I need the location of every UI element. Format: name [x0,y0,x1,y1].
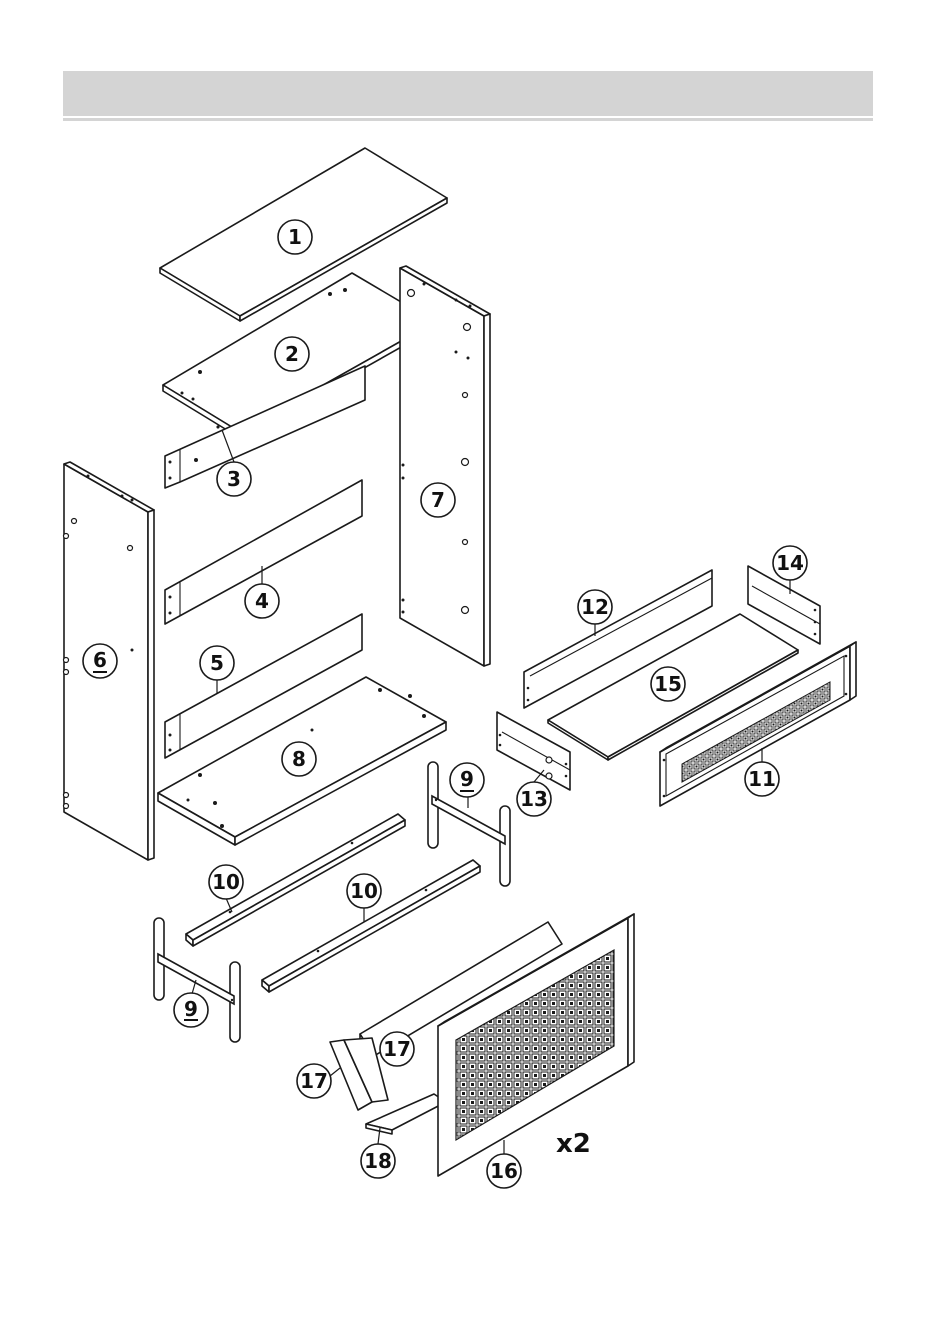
badge-part-12: 12 [578,590,612,624]
badge-part-10-lower: 10 [347,874,381,908]
badge-part-9-left: 9 [174,993,208,1027]
svg-text:10: 10 [212,870,240,894]
badge-part-3: 3 [217,462,251,496]
svg-text:9: 9 [460,767,474,791]
badge-part-8: 8 [282,742,316,776]
svg-text:16: 16 [490,1159,518,1183]
badge-part-14: 14 [773,546,807,580]
part-7-right-side-panel [400,266,490,666]
badge-part-9-right: 9 [450,763,484,797]
svg-text:8: 8 [292,747,306,771]
badge-part-7: 7 [421,483,455,517]
svg-text:4: 4 [255,589,269,613]
svg-text:11: 11 [748,767,776,791]
badge-part-4: 4 [245,584,279,618]
svg-text:2: 2 [285,342,299,366]
svg-text:15: 15 [654,672,682,696]
badge-part-13: 13 [517,782,551,816]
svg-text:18: 18 [364,1149,392,1173]
svg-text:6: 6 [93,648,107,672]
svg-text:17: 17 [383,1037,411,1061]
svg-text:14: 14 [776,551,804,575]
badge-part-1: 1 [278,220,312,254]
door-quantity-label: x2 [556,1129,591,1159]
badge-part-18: 18 [361,1144,395,1178]
svg-text:12: 12 [581,595,609,619]
badge-part-11: 11 [745,762,779,796]
svg-text:3: 3 [227,467,241,491]
badge-part-17-lower: 17 [297,1064,331,1098]
svg-text:9: 9 [184,997,198,1021]
svg-text:7: 7 [431,488,445,512]
svg-text:13: 13 [520,787,548,811]
badge-part-5: 5 [200,646,234,680]
badge-part-10-upper: 10 [209,865,243,899]
badge-part-6: 6 [83,644,117,678]
badge-part-16: 16 [487,1154,521,1188]
badge-part-15: 15 [651,667,685,701]
svg-text:5: 5 [210,651,224,675]
svg-text:17: 17 [300,1069,328,1093]
badge-part-2: 2 [275,337,309,371]
badge-part-17-upper: 17 [380,1032,414,1066]
svg-text:1: 1 [288,225,302,249]
svg-text:10: 10 [350,879,378,903]
